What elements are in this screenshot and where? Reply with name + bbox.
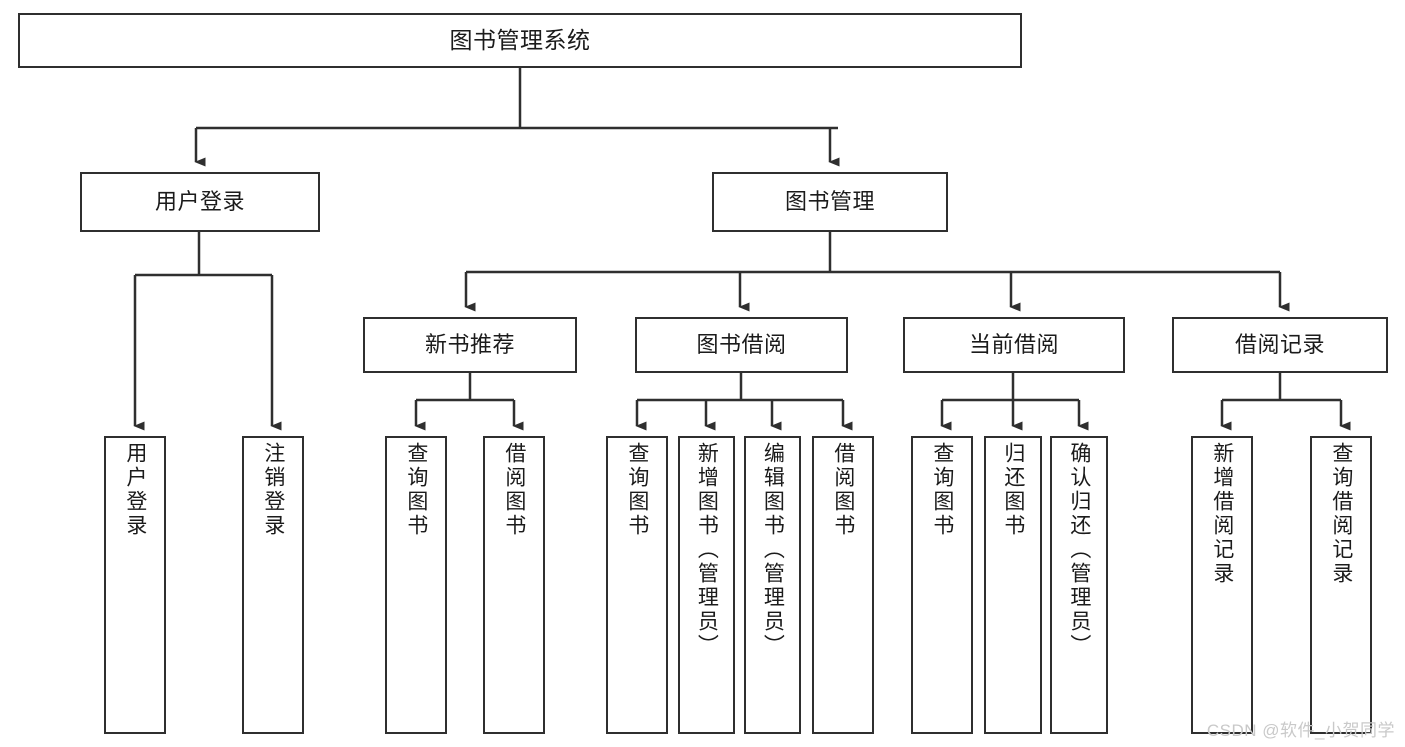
node-label: 借阅图书	[502, 442, 526, 538]
node-label: 图书借阅	[696, 332, 787, 358]
node-label: 新书推荐	[424, 332, 515, 358]
leaf-add-book-admin[interactable]: 新增图书（管理员）	[678, 436, 735, 734]
node-label: 注销登录	[261, 442, 285, 538]
leaf-query-book-current[interactable]: 查询图书	[911, 436, 973, 734]
node-book-borrow[interactable]: 图书借阅	[635, 317, 848, 373]
node-label: 当前借阅	[968, 332, 1059, 358]
leaf-query-book-new-rec[interactable]: 查询图书	[385, 436, 447, 734]
leaf-return-book[interactable]: 归还图书	[984, 436, 1042, 734]
node-user-login[interactable]: 用户登录	[80, 172, 320, 232]
node-label: 归还图书	[1001, 442, 1025, 538]
node-label: 图书管理系统	[449, 27, 591, 54]
node-label: 借阅图书	[831, 442, 855, 538]
node-label: 查询图书	[625, 442, 649, 538]
csdn-watermark: CSDN @软件_小贺同学	[1206, 721, 1395, 740]
node-label: 新增借阅记录	[1210, 442, 1234, 586]
leaf-confirm-return-admin[interactable]: 确认归还（管理员）	[1050, 436, 1108, 734]
leaf-edit-book-admin[interactable]: 编辑图书（管理员）	[744, 436, 801, 734]
node-label: 查询图书	[930, 442, 954, 538]
leaf-add-borrow-record[interactable]: 新增借阅记录	[1191, 436, 1253, 734]
node-new-book-recommend[interactable]: 新书推荐	[363, 317, 577, 373]
node-label: 图书管理	[784, 189, 875, 215]
node-label: 借阅记录	[1234, 332, 1325, 358]
node-label: 新增图书（管理员）	[695, 442, 719, 658]
node-borrow-record[interactable]: 借阅记录	[1172, 317, 1388, 373]
node-root-system[interactable]: 图书管理系统	[18, 13, 1022, 68]
node-label: 编辑图书（管理员）	[761, 442, 785, 658]
node-label: 查询图书	[404, 442, 428, 538]
node-label: 查询借阅记录	[1329, 442, 1353, 586]
leaf-user-logout[interactable]: 注销登录	[242, 436, 304, 734]
leaf-borrow-book-new-rec[interactable]: 借阅图书	[483, 436, 545, 734]
leaf-query-book-borrow[interactable]: 查询图书	[606, 436, 668, 734]
node-label: 用户登录	[123, 442, 147, 538]
leaf-user-login[interactable]: 用户登录	[104, 436, 166, 734]
node-book-manage[interactable]: 图书管理	[712, 172, 948, 232]
leaf-query-borrow-record[interactable]: 查询借阅记录	[1310, 436, 1372, 734]
node-label: 用户登录	[154, 189, 245, 215]
leaf-borrow-book-borrow[interactable]: 借阅图书	[812, 436, 874, 734]
node-current-borrow[interactable]: 当前借阅	[903, 317, 1125, 373]
node-label: 确认归还（管理员）	[1067, 442, 1091, 658]
